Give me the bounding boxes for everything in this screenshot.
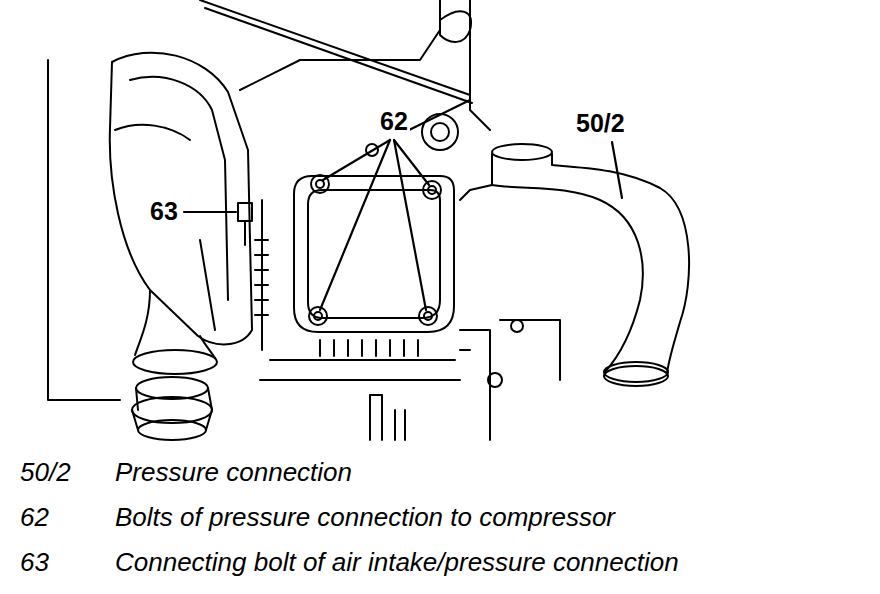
bolt xyxy=(424,312,432,320)
housing-port xyxy=(431,123,449,141)
bolt xyxy=(423,181,441,199)
connecting-bolt xyxy=(244,221,246,245)
bolt xyxy=(309,307,327,325)
bolt xyxy=(314,312,322,320)
block-top xyxy=(470,0,490,130)
ribs xyxy=(320,340,418,356)
dipstick-rod xyxy=(205,8,472,103)
housing-neck xyxy=(135,290,215,358)
key-text: Connecting bolt of air intake/pressure c… xyxy=(115,548,679,577)
dipstick-rod xyxy=(200,0,470,95)
block-edge xyxy=(48,60,120,400)
leader-lines xyxy=(184,100,622,310)
flange xyxy=(294,176,454,332)
leader-line xyxy=(320,140,390,310)
connecting-bolt xyxy=(238,203,252,221)
bolt xyxy=(316,180,324,188)
small-bolt xyxy=(488,373,502,387)
pipe-ring xyxy=(492,144,552,160)
leader-line xyxy=(184,211,236,213)
pulley xyxy=(136,377,208,399)
housing-contour xyxy=(115,125,215,330)
block-edge xyxy=(260,360,460,380)
bolt xyxy=(419,307,437,325)
leader-line xyxy=(394,140,426,310)
key-number: 62 xyxy=(20,503,49,532)
block-edge xyxy=(460,320,560,440)
flange-inner xyxy=(308,190,440,318)
block-top xyxy=(240,0,440,90)
callout-number: 50/2 xyxy=(574,110,627,138)
key-text: Pressure connection xyxy=(115,458,352,487)
key-text: Bolts of pressure connection to compress… xyxy=(115,503,615,532)
pulley xyxy=(132,388,212,430)
key-number: 50/2 xyxy=(20,458,71,487)
small-bolt xyxy=(511,320,523,332)
compressor-housing xyxy=(110,53,252,345)
pulley xyxy=(133,350,217,374)
ribs xyxy=(261,200,263,350)
pulley xyxy=(138,420,206,440)
dipstick-handle xyxy=(440,11,471,42)
bolt xyxy=(428,186,436,194)
key-number: 63 xyxy=(20,548,49,577)
housing-contour xyxy=(130,77,228,300)
leader-line xyxy=(405,100,470,132)
leader-line xyxy=(323,140,390,180)
leader-line xyxy=(612,142,622,198)
callout-number: 63 xyxy=(148,198,180,226)
callout-number: 62 xyxy=(378,108,410,136)
connector-plug xyxy=(370,395,405,440)
pipe-ring xyxy=(604,362,668,382)
pressure-connection xyxy=(460,185,492,200)
housing-port xyxy=(422,114,458,150)
